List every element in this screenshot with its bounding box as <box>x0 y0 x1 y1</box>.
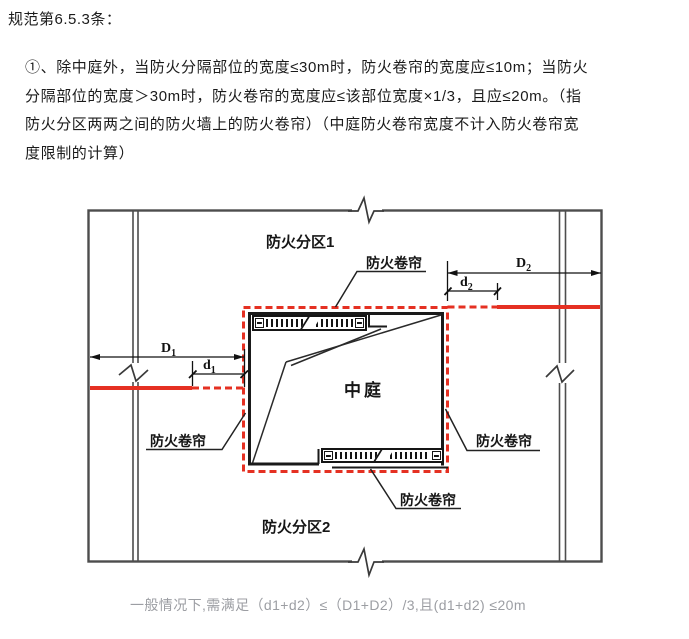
break-marks <box>118 195 575 579</box>
leader-lines <box>146 270 540 510</box>
atrium-walls <box>248 312 448 469</box>
shutter-end-bracket <box>355 318 364 328</box>
void-edge-lines <box>251 314 442 464</box>
paragraph-line: ①、除中庭外，当防火分隔部位的宽度≤30m时，防火卷帘的宽度应≤10m；当防火 <box>25 59 589 76</box>
shutter-break-slash <box>373 450 394 461</box>
shutter-end-bracket <box>255 318 264 328</box>
fire-zone2-label: 防火分区2 <box>262 519 331 536</box>
regulation-paragraph: ①、除中庭外，当防火分隔部位的宽度≤30m时，防火卷帘的宽度应≤10m；当防火 … <box>25 54 675 168</box>
dimension-label-d1: d1 <box>203 358 216 376</box>
fire-shutter-label-left: 防火卷帘 <box>150 433 206 449</box>
atrium-label: 中庭 <box>344 381 384 400</box>
shutter-end-bracket <box>324 451 333 460</box>
dimension-lines <box>90 261 601 387</box>
paragraph-line: 度限制的计算） <box>25 144 135 162</box>
paragraph-line: 防火分区两两之间的防火墙上的防火卷帘）（中庭防火卷帘宽度不计入防火卷帘宽 <box>25 116 580 133</box>
shutter-break-slash <box>300 317 322 329</box>
fire-boundary-red-line <box>90 305 600 473</box>
dimension-label-D1: D1 <box>161 341 177 359</box>
shutter-coil-hatch <box>335 450 430 461</box>
figure-caption: 一般情况下,需满足（d1+d2）≤（D1+D2）/3,且(d1+d2) ≤20m <box>130 597 526 613</box>
paragraph-line: 分隔部位的宽度＞30m时，防火卷帘的宽度应≤该部位宽度×1/3，且应≤20m。（… <box>25 87 582 105</box>
fire-shutter-label-right: 防火卷帘 <box>476 433 532 449</box>
dimension-label-d2: d2 <box>460 275 473 293</box>
shutter-end-bracket <box>432 451 441 460</box>
dimension-label-D2: D2 <box>516 256 532 274</box>
shutter-coil-hatch <box>266 317 353 329</box>
fire-shutter-symbol-top <box>252 315 367 331</box>
fire-shutter-label-top: 防火卷帘 <box>366 255 422 271</box>
section-heading: 规范第6.5.3条： <box>8 11 122 28</box>
fire-zone1-label: 防火分区1 <box>266 234 335 251</box>
fire-shutter-label-bottom: 防火卷帘 <box>400 492 456 508</box>
fire-shutter-symbol-bottom <box>321 448 444 463</box>
